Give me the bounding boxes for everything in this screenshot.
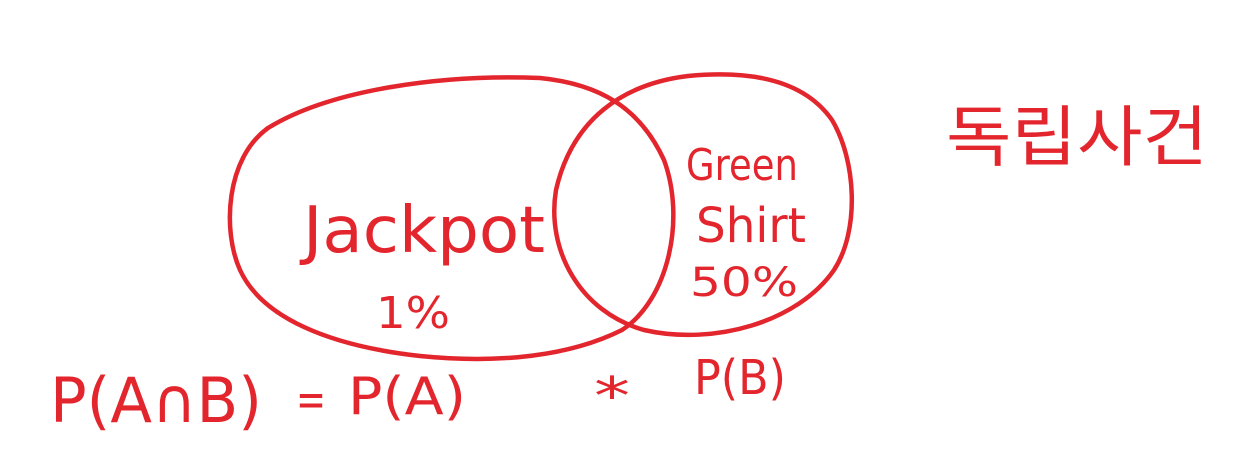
formula-term2: P(B) <box>694 350 786 406</box>
set-b-label-line1: Green <box>686 140 798 191</box>
formula-term1: P(A) <box>348 367 466 427</box>
set-b-value: 50% <box>690 260 798 306</box>
formula-left: P(A∩B) <box>50 364 262 437</box>
set-a-value: 1% <box>376 288 450 339</box>
formula-equals: = <box>296 372 326 428</box>
set-b-ellipse <box>552 72 855 338</box>
formula-operator: * <box>594 367 630 427</box>
set-a-ellipse <box>227 75 676 362</box>
set-a-label: Jackpot <box>299 194 545 268</box>
page-title: 독립사건 <box>946 99 1208 176</box>
set-b-label-line2: Shirt <box>696 198 806 254</box>
